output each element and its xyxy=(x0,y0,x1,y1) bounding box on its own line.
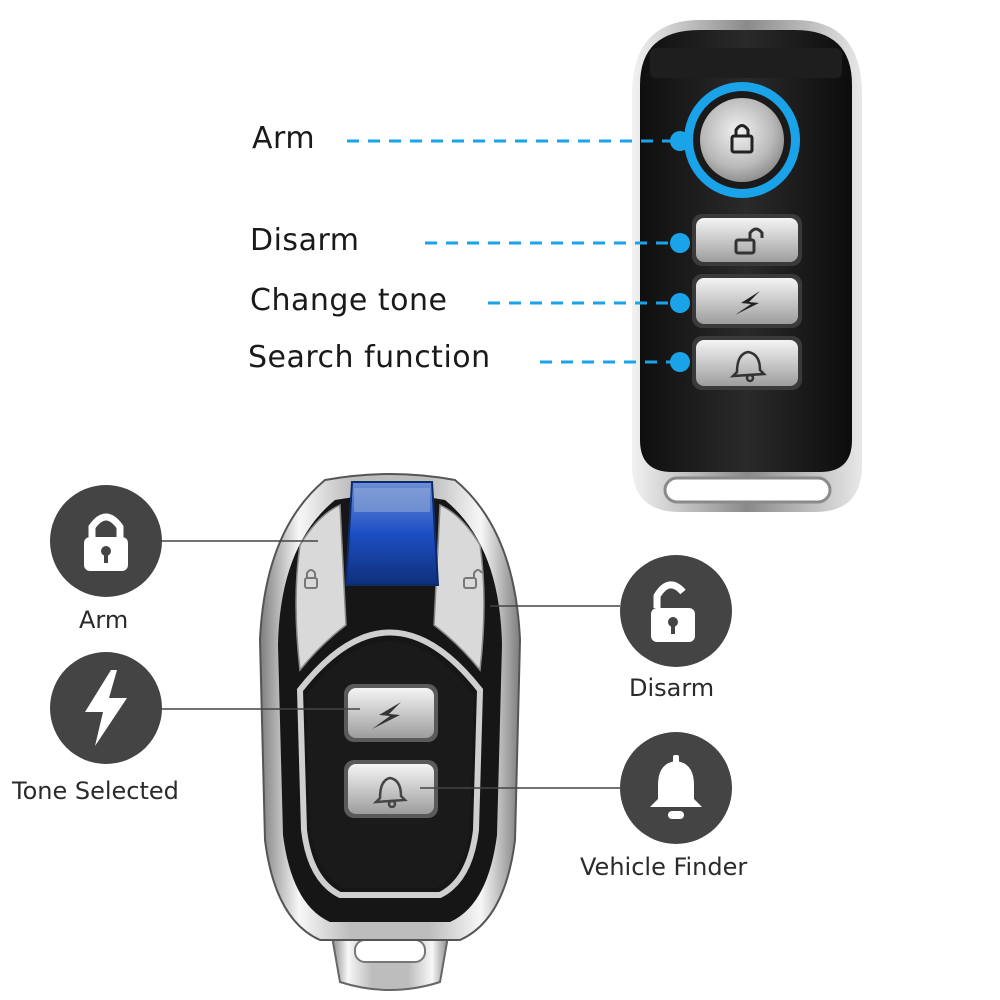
tone-button xyxy=(344,684,438,742)
finder-button xyxy=(344,760,438,818)
top-lightning-icon xyxy=(735,291,760,315)
lightning-bolt-icon xyxy=(50,652,162,764)
bottom-label-arm: Arm xyxy=(79,606,129,634)
bottom-label-disarm: Disarm xyxy=(629,674,715,702)
bottom-callout-lines xyxy=(160,540,620,789)
bell-icon xyxy=(620,732,732,844)
top-callout-dots xyxy=(670,131,690,372)
top-callout-lines xyxy=(347,139,676,364)
disarm-button xyxy=(692,214,802,266)
top-bell-icon xyxy=(729,350,767,383)
top-arm-lock-icon xyxy=(730,124,754,154)
top-label-disarm: Disarm xyxy=(250,223,360,258)
bottom-lightning-icon xyxy=(372,702,401,729)
padlock-closed-icon xyxy=(50,485,162,597)
arm-button xyxy=(700,98,784,182)
top-label-arm: Arm xyxy=(252,121,316,156)
change-tone-button xyxy=(692,274,802,328)
padlock-open-icon xyxy=(620,555,732,667)
bottom-label-tone-selected: Tone Selected xyxy=(12,777,179,805)
top-label-search-function: Search function xyxy=(248,340,491,375)
top-unlock-icon xyxy=(734,227,764,255)
top-label-change-tone: Change tone xyxy=(250,283,448,318)
bottom-label-vehicle-finder: Vehicle Finder xyxy=(580,853,748,881)
search-function-button xyxy=(692,336,802,390)
bottom-bell-icon xyxy=(372,776,408,809)
